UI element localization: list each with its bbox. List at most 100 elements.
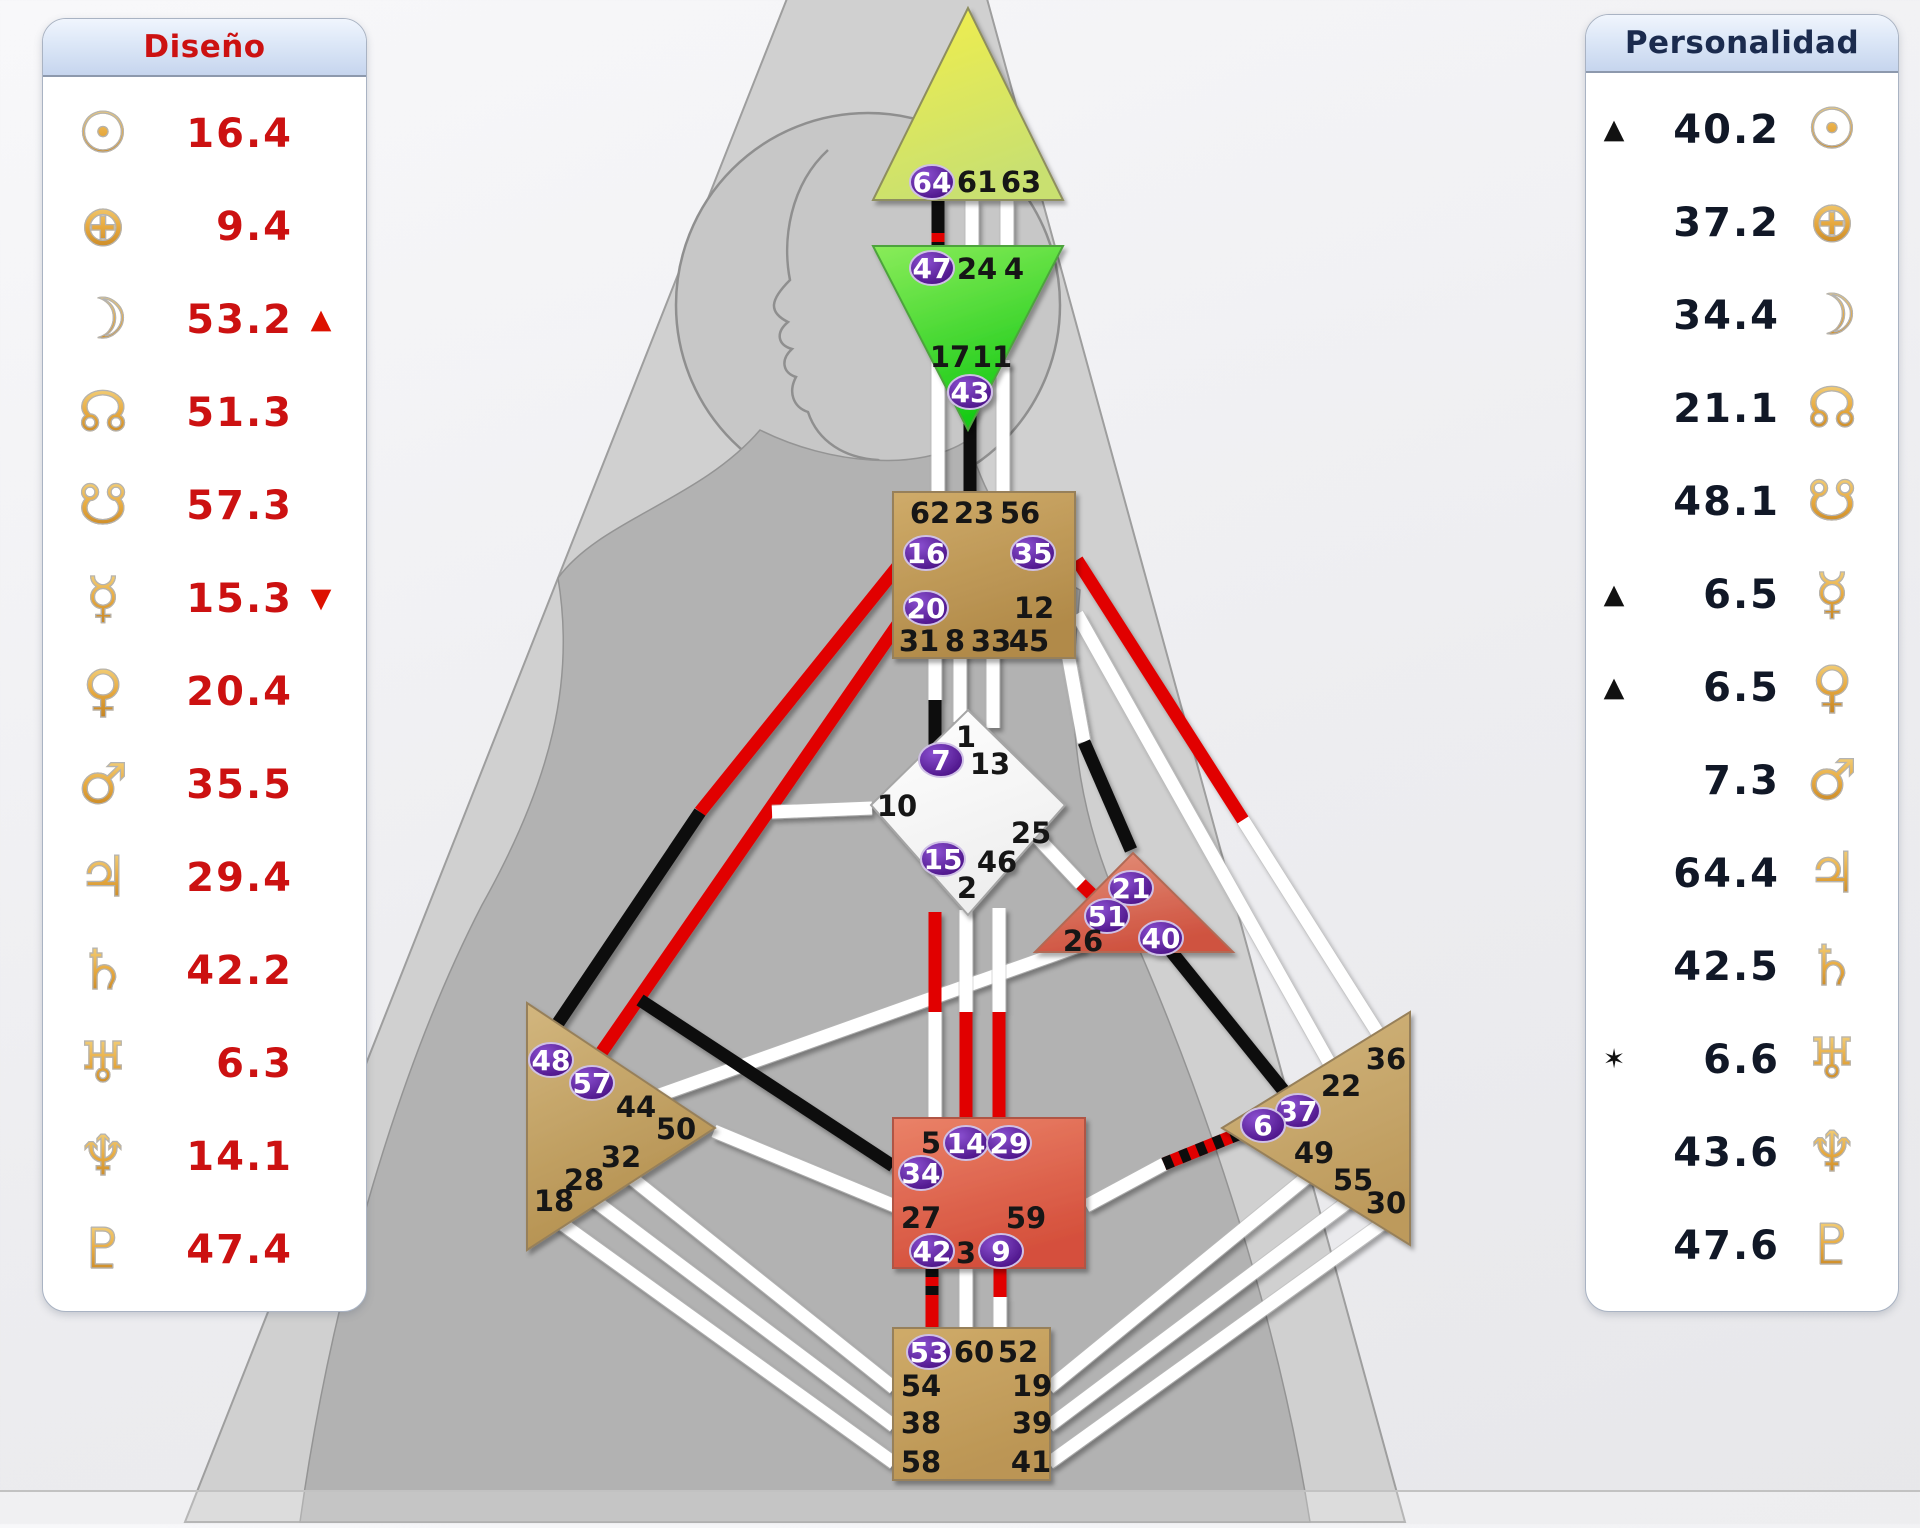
svg-text:31: 31 <box>899 624 939 658</box>
south-node-line-value: 48.1 <box>1673 478 1780 525</box>
saturn-icon: ♄ <box>43 941 163 998</box>
planet-row-moon: 34.4☽ <box>1586 269 1898 362</box>
gate-17: 17 <box>930 340 970 374</box>
mars-line-value: 7.3 <box>1703 757 1780 804</box>
svg-text:19: 19 <box>1012 1369 1052 1403</box>
svg-text:50: 50 <box>656 1112 696 1146</box>
svg-text:12: 12 <box>1014 591 1054 625</box>
gate-5: 5 <box>921 1126 941 1160</box>
saturn-icon: ♄ <box>1780 937 1884 994</box>
earth-line-value: 9.4 <box>216 203 293 250</box>
planet-row-saturn: ♄42.2 <box>43 924 366 1017</box>
gate-46: 46 <box>977 845 1017 879</box>
svg-text:43: 43 <box>951 376 990 409</box>
channel-10-57 <box>771 800 873 820</box>
south-node-icon: ☋ <box>1780 472 1884 529</box>
svg-text:58: 58 <box>901 1445 941 1479</box>
planet-row-mars: 7.3♂ <box>1586 734 1898 827</box>
venus-line-value: 6.5 <box>1703 664 1780 711</box>
channel-16-48 <box>542 555 909 1042</box>
planet-row-south-node: ☋57.3 <box>43 459 366 552</box>
svg-text:21: 21 <box>1112 872 1151 905</box>
svg-text:5: 5 <box>921 1126 941 1160</box>
gate-47: 47 <box>909 250 955 286</box>
svg-text:42: 42 <box>913 1235 952 1268</box>
planet-row-venus: ♀20.4 <box>43 645 366 738</box>
gate-41: 41 <box>1011 1445 1051 1479</box>
uranus-icon: ♅ <box>43 1034 163 1091</box>
svg-text:1: 1 <box>956 720 976 754</box>
svg-text:2: 2 <box>957 871 977 905</box>
design-panel: Diseño ☉16.4⊕9.4☽53.2▲☊51.3☋57.3☿15.3▼♀2… <box>42 18 367 1312</box>
planet-row-neptune: ♆14.1 <box>43 1110 366 1203</box>
svg-text:57: 57 <box>573 1067 612 1100</box>
gate-32: 32 <box>601 1140 641 1174</box>
gate-30: 30 <box>1366 1186 1406 1220</box>
gate-11: 11 <box>972 340 1012 374</box>
gate-50: 50 <box>656 1112 696 1146</box>
south-node-line-value: 57.3 <box>186 482 293 529</box>
gate-55: 55 <box>1333 1163 1373 1197</box>
gate-42: 42 <box>909 1233 955 1269</box>
jupiter-icon: ♃ <box>43 848 163 905</box>
personality-panel-title: Personalidad <box>1586 15 1898 73</box>
mercury-marker-icon: ▼ <box>310 583 332 614</box>
svg-text:23: 23 <box>954 496 994 530</box>
gate-28: 28 <box>564 1163 604 1197</box>
sun-icon: ☉ <box>43 104 163 161</box>
svg-text:36: 36 <box>1366 1042 1406 1076</box>
svg-text:9: 9 <box>991 1235 1010 1268</box>
svg-text:30: 30 <box>1366 1186 1406 1220</box>
planet-row-moon: ☽53.2▲ <box>43 273 366 366</box>
gate-9: 9 <box>978 1233 1024 1269</box>
svg-text:25: 25 <box>1011 816 1051 850</box>
gate-36: 36 <box>1366 1042 1406 1076</box>
svg-text:28: 28 <box>564 1163 604 1197</box>
svg-text:6: 6 <box>1253 1109 1272 1142</box>
planet-row-south-node: 48.1☋ <box>1586 455 1898 548</box>
planet-row-neptune: 43.6♆ <box>1586 1106 1898 1199</box>
svg-text:52: 52 <box>998 1335 1038 1369</box>
channels <box>542 200 1395 1470</box>
planet-row-north-node: ☊51.3 <box>43 366 366 459</box>
gate-27: 27 <box>901 1201 941 1235</box>
channel-40-37 <box>1156 935 1302 1111</box>
mercury-line-value: 6.5 <box>1703 571 1780 618</box>
gate-57: 57 <box>569 1065 615 1101</box>
svg-text:16: 16 <box>907 537 946 570</box>
mars-line-value: 35.5 <box>186 761 293 808</box>
channel-45-21 <box>1060 652 1137 853</box>
planet-row-north-node: 21.1☊ <box>1586 362 1898 455</box>
svg-text:3: 3 <box>956 1236 976 1270</box>
gate-56: 56 <box>1000 496 1040 530</box>
gate-29: 29 <box>986 1125 1032 1161</box>
svg-text:35: 35 <box>1014 537 1053 570</box>
sun-icon: ☉ <box>1780 100 1884 157</box>
mercury-line-value: 15.3 <box>186 575 293 622</box>
gate-13: 13 <box>970 747 1010 781</box>
gate-53: 53 <box>906 1334 952 1370</box>
jupiter-line-value: 29.4 <box>186 854 293 901</box>
gate-20: 20 <box>903 590 949 626</box>
jupiter-line-value: 64.4 <box>1673 850 1780 897</box>
channel-32-54 <box>619 1166 899 1394</box>
sun-line-value: 40.2 <box>1673 106 1780 153</box>
planet-row-uranus: ♅6.3 <box>43 1017 366 1110</box>
gate-12: 12 <box>1014 591 1054 625</box>
gate-3: 3 <box>956 1236 976 1270</box>
channel-28-38 <box>582 1189 899 1432</box>
gate-26: 26 <box>1063 924 1103 958</box>
svg-text:10: 10 <box>877 789 917 823</box>
neptune-icon: ♆ <box>43 1127 163 1184</box>
gate-54: 54 <box>901 1369 941 1403</box>
pluto-icon: ♇ <box>1780 1216 1884 1273</box>
channel-35-36 <box>1071 556 1393 1051</box>
design-panel-title: Diseño <box>43 19 366 77</box>
neptune-icon: ♆ <box>1780 1123 1884 1180</box>
svg-text:22: 22 <box>1321 1069 1361 1103</box>
gate-45: 45 <box>1009 624 1049 658</box>
